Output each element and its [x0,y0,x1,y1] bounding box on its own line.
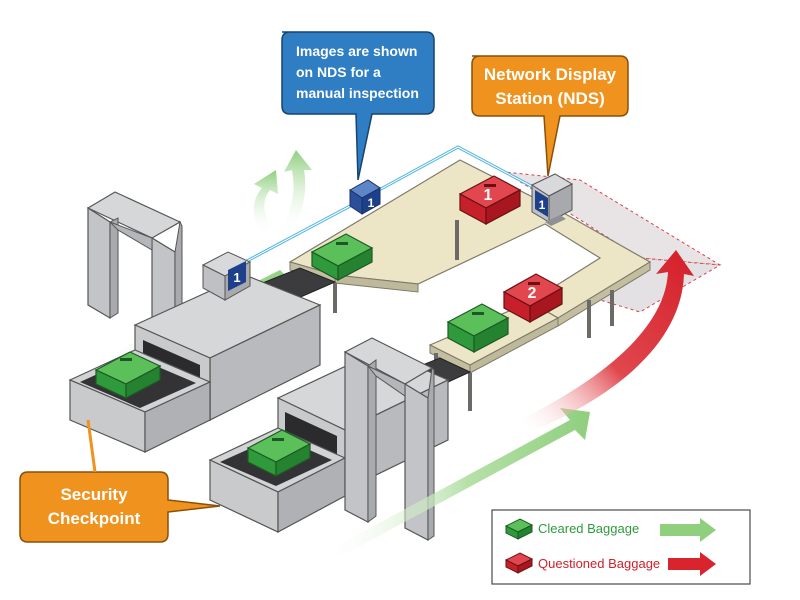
xray-monitor-left-label: 1 [233,270,240,285]
callout-nds-line-1: Network Display [484,65,617,84]
callout-security-checkpoint [19,419,221,543]
nds-monitor [530,173,574,226]
callout-images-line-2: on NDS for a [296,64,381,80]
cleared-bag-table-lower [446,303,510,354]
nds-monitor-label: 1 [539,198,546,212]
questioned-arrow [520,250,694,432]
legend [491,509,751,585]
legend-questioned-label: Questioned Baggage [538,556,660,571]
legend-cleared-bag-icon [504,518,534,540]
questioned-bag-1-label: 1 [484,187,493,204]
cleared-bag-conveyor-lower [246,429,312,477]
callout-nds-line-2: Station (NDS) [495,89,605,108]
legend-cleared-arrow [660,518,716,542]
cleared-arrow-top-right [280,150,312,234]
legend-questioned-arrow [668,552,716,576]
inspection-table [288,159,652,411]
callout-nds [471,55,629,177]
legend-cleared-label: Cleared Baggage [538,521,639,536]
questioned-bag-1 [458,175,522,226]
cleared-bag-table-left [310,233,374,282]
cleared-bag-conveyor-upper [94,351,162,399]
callout-images-line-1: Images are shown [296,43,417,59]
cleared-arrow-lower-lane [320,408,590,565]
network-relay-monitor [349,179,381,215]
callout-images-shown [281,31,435,181]
network-relay-monitor-label: 1 [368,196,375,210]
questioned-bag-2 [502,273,564,324]
cleared-arrow-top-left [253,170,278,235]
legend-questioned-bag-icon [504,552,534,574]
callout-checkpoint-line-1: Security [60,485,128,504]
callout-checkpoint-line-2: Checkpoint [48,509,141,528]
xray-monitor-left [201,251,252,301]
questioned-bag-2-label: 2 [528,285,537,302]
callout-images-line-3: manual inspection [296,85,419,101]
